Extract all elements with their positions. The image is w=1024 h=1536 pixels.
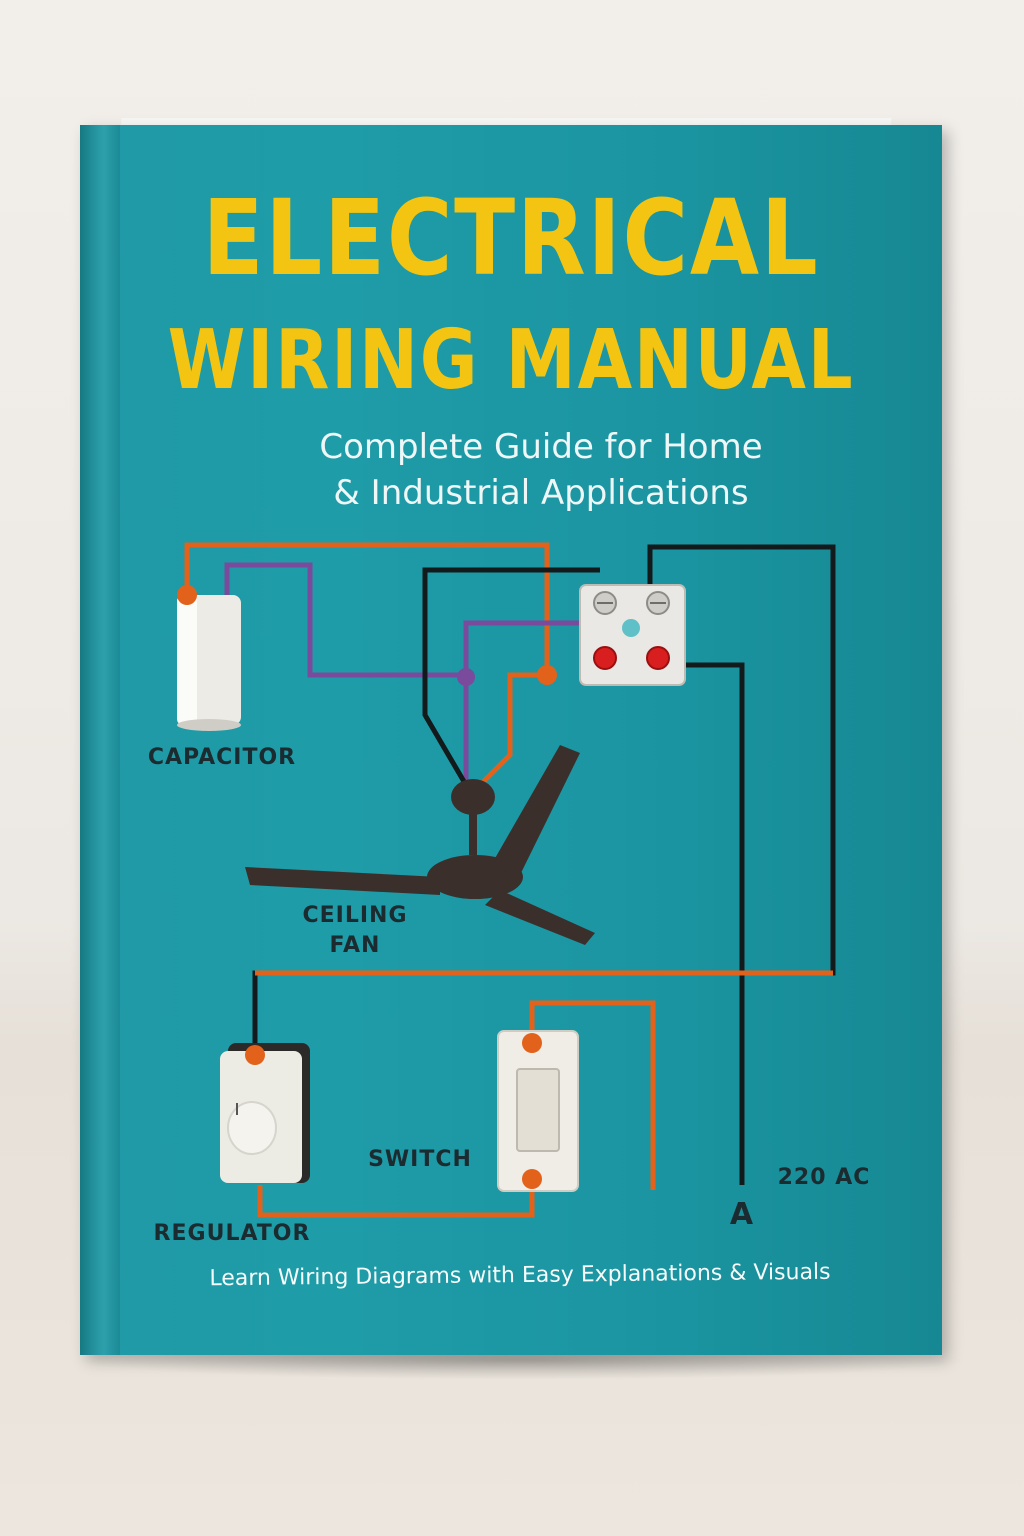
capacitor-label: CAPACITOR <box>147 745 297 770</box>
black-supply-wire <box>680 662 745 1185</box>
wiring-diagram <box>177 542 836 1218</box>
ceiling-fan-label-line-1: CEILING <box>302 903 408 928</box>
subtitle-line-1: Complete Guide for Home <box>319 427 763 467</box>
terminal-label: A <box>729 1197 755 1232</box>
orange-fan-lead <box>478 672 547 787</box>
regulator-label: REGULATOR <box>153 1221 311 1246</box>
orange-switch-wire <box>529 1000 656 1190</box>
book-spine <box>80 125 120 1355</box>
title-line-2: WIRING MANUAL <box>167 313 855 408</box>
orange-regulator-wire <box>257 1175 535 1218</box>
wires <box>184 542 836 1218</box>
supply-label: 220 AC <box>777 1165 871 1190</box>
junction-dot-orange <box>537 665 557 685</box>
connector-block-icon <box>579 584 686 686</box>
junction-dot-purple <box>457 668 475 686</box>
ceiling-fan-label-line-2: FAN <box>329 933 381 958</box>
ceiling-fan-icon <box>245 745 595 945</box>
subtitle-line-2: & Industrial Applications <box>333 473 749 513</box>
purple-wire <box>224 562 600 678</box>
title-line-1: ELECTRICAL <box>202 177 820 299</box>
book-cover: ELECTRICAL WIRING MANUAL Complete Guide … <box>80 125 942 1355</box>
switch-icon <box>497 1030 579 1192</box>
regulator-icon <box>220 1043 310 1183</box>
switch-label: SWITCH <box>368 1147 472 1172</box>
black-wire-left <box>422 567 600 787</box>
black-wire-right <box>252 544 836 1055</box>
capacitor-icon <box>177 585 241 731</box>
orange-wire-top <box>184 542 550 675</box>
